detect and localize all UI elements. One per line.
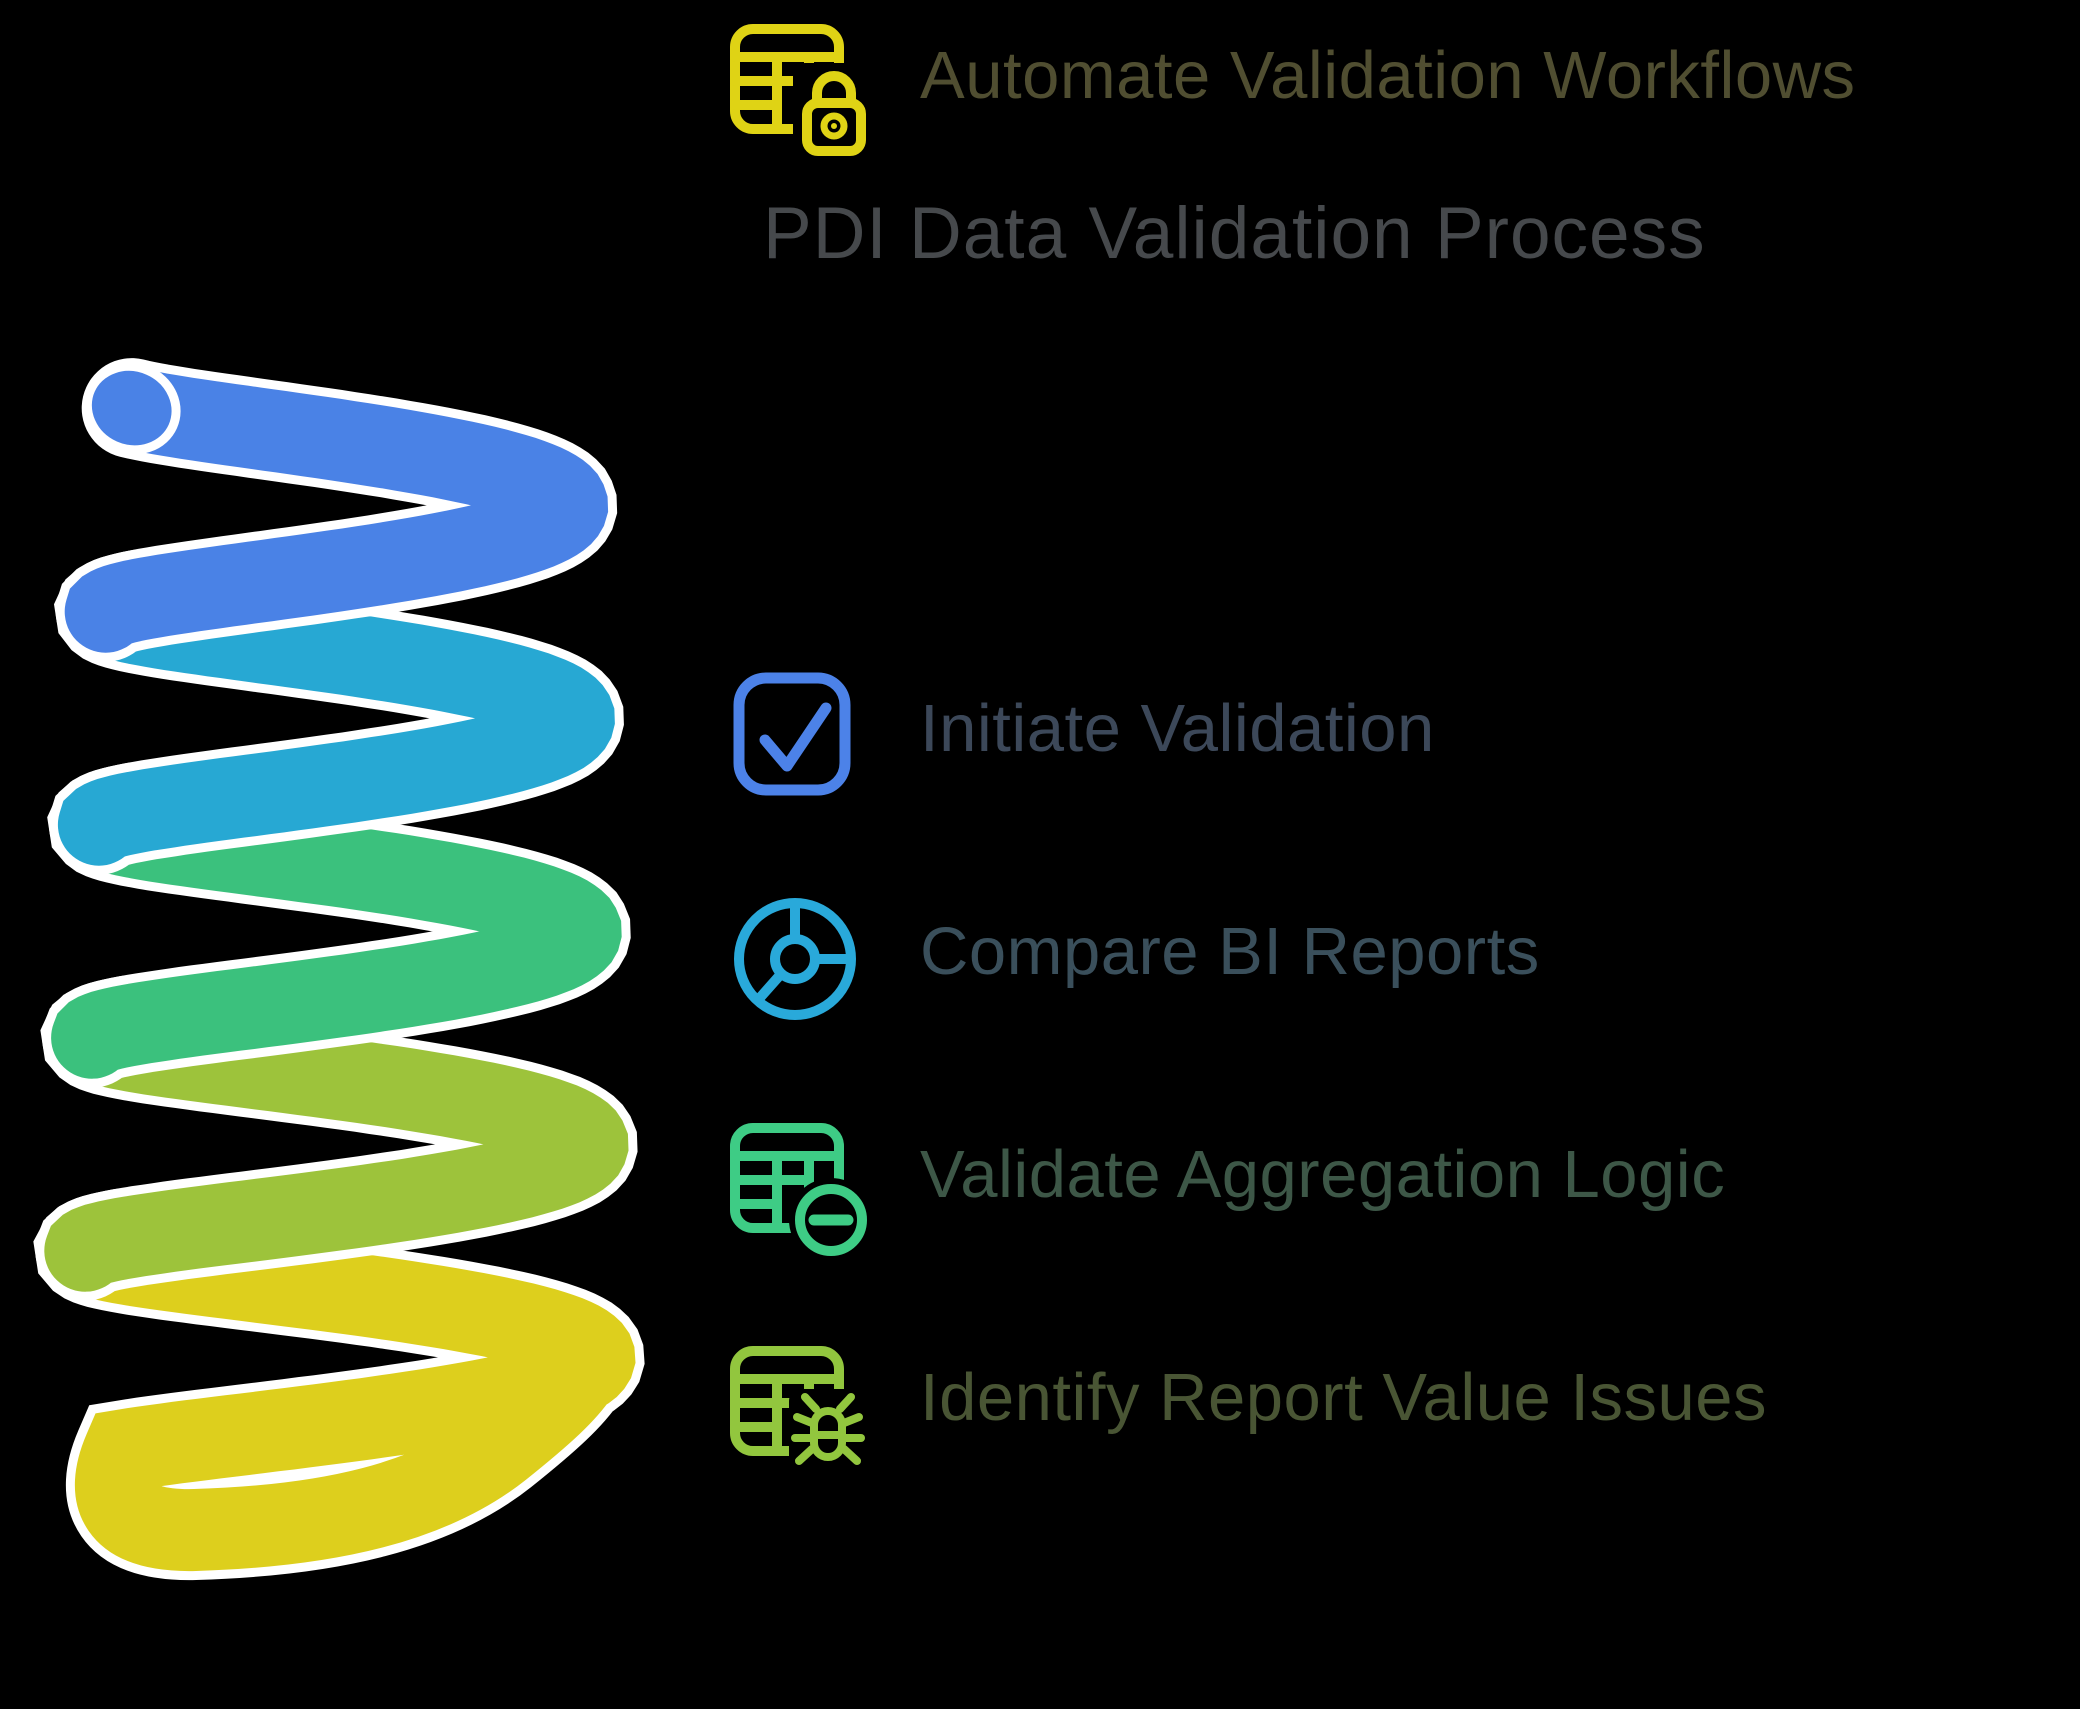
spiral-end-cap: [82, 361, 181, 455]
step-row-validate-aggregation-logic: Validate Aggregation Logic: [729, 1099, 1726, 1262]
table-minus-icon: [729, 1116, 873, 1262]
table-bug-icon: [729, 1339, 865, 1471]
step-label: Validate Aggregation Logic: [920, 1136, 1726, 1212]
step-row-identify-report-value-issues: Identify Report Value Issues: [729, 1322, 1767, 1472]
step-row-compare-bi-reports: Compare BI Reports: [729, 876, 1540, 1026]
step-row-automate-validation-workflows: Automate Validation Workflows: [729, 0, 1856, 157]
table-lock-icon: [729, 17, 873, 157]
pie-chart-icon: [729, 893, 861, 1025]
step-row-initiate-validation: Initiate Validation: [729, 653, 1435, 803]
checkbox-check-icon: [729, 670, 861, 802]
process-spiral-graphic: [33, 358, 645, 1581]
step-label: Automate Validation Workflows: [920, 37, 1856, 113]
step-label: Identify Report Value Issues: [920, 1359, 1767, 1435]
step-label: Initiate Validation: [920, 690, 1435, 766]
page-title: PDI Data Validation Process: [763, 193, 1706, 274]
step-label: Compare BI Reports: [920, 913, 1540, 989]
